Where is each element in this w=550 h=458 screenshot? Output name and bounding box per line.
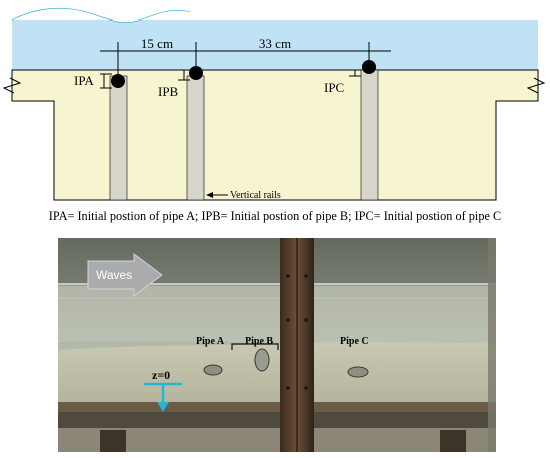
vertical-rail-c <box>360 69 379 201</box>
ipc-label: IPC <box>324 80 344 95</box>
post-bolt-6 <box>304 386 308 390</box>
break-symbol-left <box>2 77 22 94</box>
wave-crest-fill <box>12 8 190 23</box>
flume-photo: Waves Pipe A Pipe B Pipe C z=0 <box>58 238 496 452</box>
pipe-b-marker <box>189 66 203 80</box>
post-bolt-4 <box>304 318 308 322</box>
pipe-c-marker <box>362 60 376 74</box>
rail-callout-label: Vertical rails <box>230 190 281 201</box>
pipe-b-bracket <box>231 343 279 350</box>
break-symbol-right <box>526 77 546 94</box>
pipe-b-label: Pipe B <box>245 336 273 347</box>
pipe-c-photo <box>347 366 369 378</box>
post-bolt-3 <box>286 318 290 322</box>
sediment-bed <box>11 69 539 201</box>
support-leg-left <box>100 430 126 452</box>
side-frame-right <box>488 238 496 452</box>
post-bolt-1 <box>286 274 290 278</box>
dimension-label-left: 15 cm <box>141 36 173 51</box>
support-leg-right <box>440 430 466 452</box>
ipb-label: IPB <box>158 84 179 99</box>
tank-base-lower <box>58 428 496 452</box>
water-region <box>58 286 496 342</box>
datum-arrow-head <box>157 402 169 412</box>
sand-bed <box>58 341 496 402</box>
ipa-label: IPA <box>74 73 94 88</box>
post-bolt-2 <box>304 274 308 278</box>
pipe-b-photo <box>254 348 270 372</box>
pipe-a-label: Pipe A <box>196 336 225 347</box>
post-bolt-5 <box>286 386 290 390</box>
waves-label: Waves <box>96 268 132 282</box>
vertical-rail-b <box>186 75 205 201</box>
pipe-a-photo <box>203 364 223 376</box>
water-body <box>12 20 538 72</box>
waves-arrow <box>87 253 163 297</box>
dimension-label-right: 33 cm <box>259 36 291 51</box>
pipe-a-marker <box>111 74 125 88</box>
vertical-rail-a <box>109 75 128 201</box>
pipe-c-label: Pipe C <box>340 336 369 347</box>
figure-caption: IPA= Initial postion of pipe A; IPB= Ini… <box>49 209 501 223</box>
datum-label: z=0 <box>152 368 170 382</box>
schematic: 15 cm 33 cm IPA IPB IPC Vertical rails <box>2 7 546 201</box>
tank-base-beam <box>58 402 496 412</box>
